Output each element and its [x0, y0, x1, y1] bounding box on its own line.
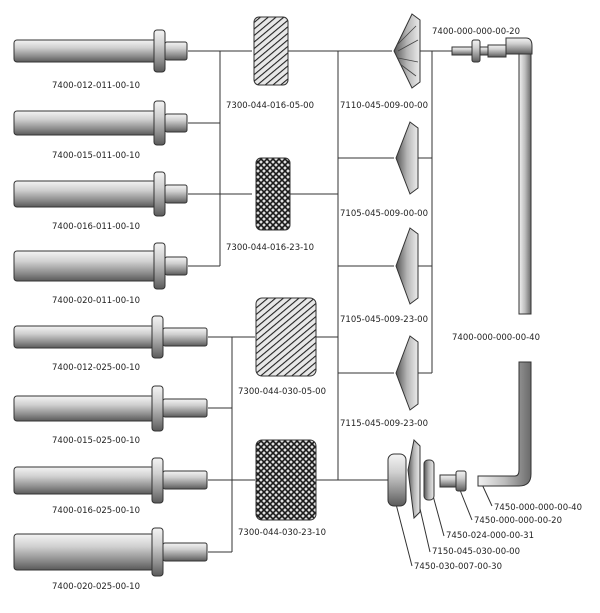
assembly-label: 7150-045-030-00-00	[432, 547, 520, 557]
wheel-7300-044-030-05-00: 7300-044-030-05-00	[238, 297, 326, 397]
connector-lines	[188, 50, 493, 567]
wheel-7300-044-016-05-00: 7300-044-016-05-00	[226, 16, 314, 111]
assembly-hex-key: 7450-000-000-00-40	[477, 361, 582, 513]
mandrel-7400-016-011-00-10: 7400-016-011-00-10	[13, 171, 188, 232]
mandrel-label: 7400-012-011-00-10	[52, 81, 140, 91]
wheel-label: 7300-044-016-23-10	[226, 243, 314, 253]
assembly-washer-small: 7450-024-000-00-31	[423, 459, 534, 541]
mandrel-7400-020-025-00-10: 7400-020-025-00-10	[13, 527, 208, 592]
mandrel-label: 7400-020-025-00-10	[52, 582, 140, 592]
assembly-label: 7450-030-007-00-30	[414, 562, 502, 572]
cone-7105-045-009-00-00: 7105-045-009-00-00	[340, 121, 428, 219]
assembly-base-hub: 7450-030-007-00-30	[387, 453, 502, 572]
mandrel-label: 7400-020-011-00-10	[52, 296, 140, 306]
cone-7115-045-009-23-00: 7115-045-009-23-00	[340, 335, 428, 429]
mandrel-7400-012-025-00-10: 7400-012-025-00-10	[13, 315, 208, 373]
mandrel-label: 7400-015-025-00-10	[52, 436, 140, 446]
mandrel-label: 7400-016-025-00-10	[52, 506, 140, 516]
cone-label: 7105-045-009-23-00	[340, 315, 428, 325]
mandrel-7400-016-025-00-10: 7400-016-025-00-10	[13, 457, 208, 516]
assembly-label: 7450-000-000-00-20	[474, 516, 562, 526]
mandrel-label: 7400-015-011-00-10	[52, 151, 140, 161]
tool-rod-label: 7400-000-000-00-40	[452, 333, 540, 343]
cone-label: 7115-045-009-23-00	[340, 419, 428, 429]
mandrel-label: 7400-012-025-00-10	[52, 363, 140, 373]
mandrel-7400-015-011-00-10: 7400-015-011-00-10	[13, 100, 188, 161]
assembly-cone-disc: 7150-045-030-00-00	[407, 438, 520, 557]
mandrel-7400-012-011-00-10: 7400-012-011-00-10	[13, 29, 188, 91]
cone-7105-045-009-23-00: 7105-045-009-23-00	[340, 227, 428, 325]
wheel-label: 7300-044-016-05-00	[226, 101, 314, 111]
tool-top-label: 7400-000-000-00-20	[432, 27, 520, 37]
mandrel-7400-015-025-00-10: 7400-015-025-00-10	[13, 385, 208, 446]
cone-7110-045-009-00-00: 7110-045-009-00-00	[340, 13, 428, 111]
assembly-label: 7450-000-000-00-40	[494, 503, 582, 513]
wheel-7300-044-030-23-10: 7300-044-030-23-10	[238, 439, 326, 538]
mandrel-label: 7400-016-011-00-10	[52, 222, 140, 232]
mandrel-7400-020-011-00-10: 7400-020-011-00-10	[13, 242, 188, 306]
wheel-7300-044-016-23-10: 7300-044-016-23-10	[226, 157, 314, 253]
cone-label: 7110-045-009-00-00	[340, 101, 428, 111]
assembly-label: 7450-024-000-00-31	[446, 531, 534, 541]
tool-top-part: 7400-000-000-00-20	[432, 27, 533, 63]
wheel-label: 7300-044-030-05-00	[238, 387, 326, 397]
assembly-screw: 7450-000-000-00-20	[439, 470, 562, 526]
tool-rod: 7400-000-000-00-40	[452, 53, 540, 343]
wheel-label: 7300-044-030-23-10	[238, 528, 326, 538]
cone-label: 7105-045-009-00-00	[340, 209, 428, 219]
